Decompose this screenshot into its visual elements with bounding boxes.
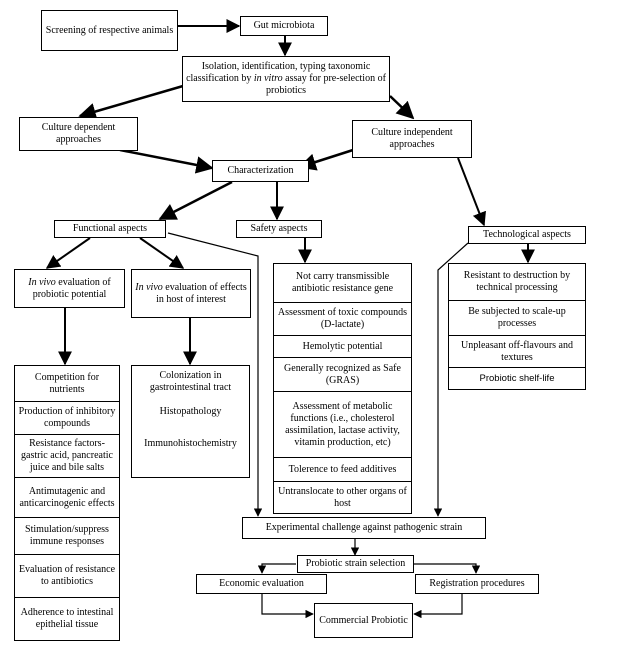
technological-aspects-box: Technological aspects [468, 226, 586, 244]
arrow-isolation-culture-dep [78, 84, 184, 120]
arrow-functional-invivo1 [45, 237, 91, 269]
tech-item: Probiotic shelf-life [448, 368, 586, 390]
culture-independent-box: Culture independent approaches [352, 120, 472, 158]
functional-item: Evaluation of resistance to antibiotics [14, 555, 120, 598]
arrow-culture-indep-technological [457, 157, 486, 227]
gut-microbiota-box: Gut microbiota [240, 16, 328, 36]
safety-item: Hemolytic potential [273, 336, 412, 358]
screening-box: Screening of respective animals [41, 10, 178, 51]
experimental-challenge-box: Experimental challenge against pathogeni… [242, 517, 486, 539]
safety-item: Untranslocate to other organs of host [273, 482, 412, 514]
functional-item: Adherence to intestinal epithelial tissu… [14, 598, 120, 641]
safety-item: Assessment of metabolic functions (i.e.,… [273, 392, 412, 458]
tech-item: Be subjected to scale-up processes [448, 301, 586, 336]
safety-item: Assessment of toxic compounds (D-lactate… [273, 303, 412, 336]
host-item: Histopathology [159, 406, 222, 417]
arrow-characterization-functional [158, 180, 233, 221]
host-item: Colonization in gastrointestinal tract [149, 370, 232, 393]
isolation-box: Isolation, identification, typing taxono… [182, 56, 390, 102]
isolation-text: Isolation, identification, typing taxono… [186, 61, 386, 96]
functional-item: Resistance factors-gastric acid, pancrea… [14, 435, 120, 478]
functional-item: Stimulation/suppress immune responses [14, 518, 120, 555]
arrow-culture-dep-characterization [119, 148, 214, 174]
tech-item: Unpleasant off-flavours and textures [448, 336, 586, 368]
registration-procedures-box: Registration procedures [415, 574, 539, 594]
tech-item: Resistant to destruction by technical pr… [448, 263, 586, 301]
arrow-isolation-culture-indep [389, 95, 415, 120]
functional-aspects-box: Functional aspects [54, 220, 166, 238]
invivo-host-effects-box: In vivo evaluation of effects in host of… [131, 269, 251, 318]
strain-selection-box: Probiotic strain selection [297, 555, 414, 573]
invivo-host-text: In vivo evaluation of effects in host of… [135, 281, 247, 305]
culture-dependent-box: Culture dependent approaches [19, 117, 138, 151]
economic-evaluation-box: Economic evaluation [196, 574, 327, 594]
safety-aspects-box: Safety aspects [236, 220, 322, 238]
host-effects-list: Colonization in gastrointestinal tract H… [131, 365, 250, 478]
host-item: Immunohistochemistry [144, 438, 237, 449]
arrow-selection-registration [414, 563, 481, 574]
arrow-selection-economic [257, 563, 296, 574]
arrow-economic-commercial [261, 594, 314, 619]
functional-item: Antimutagenic and anticarcinogenic effec… [14, 478, 120, 518]
commercial-probiotic-box: Commercial Probiotic [314, 603, 413, 638]
functional-item: Production of inhibitory compounds [14, 402, 120, 435]
safety-item: Tolerence to feed additives [273, 458, 412, 482]
characterization-box: Characterization [212, 160, 309, 182]
arrow-registration-commercial [413, 594, 463, 619]
functional-item: Competition for nutrients [14, 365, 120, 402]
invivo-probiotic-potential-box: In vivo evaluation of probiotic potentia… [14, 269, 125, 308]
invivo-probiotic-text: In vivo evaluation of probiotic potentia… [28, 276, 111, 300]
arrow-functional-invivo2 [139, 237, 185, 269]
safety-item: Not carry transmissible antibiotic resis… [273, 263, 412, 303]
safety-item: Generally recognized as Safe (GRAS) [273, 358, 412, 392]
